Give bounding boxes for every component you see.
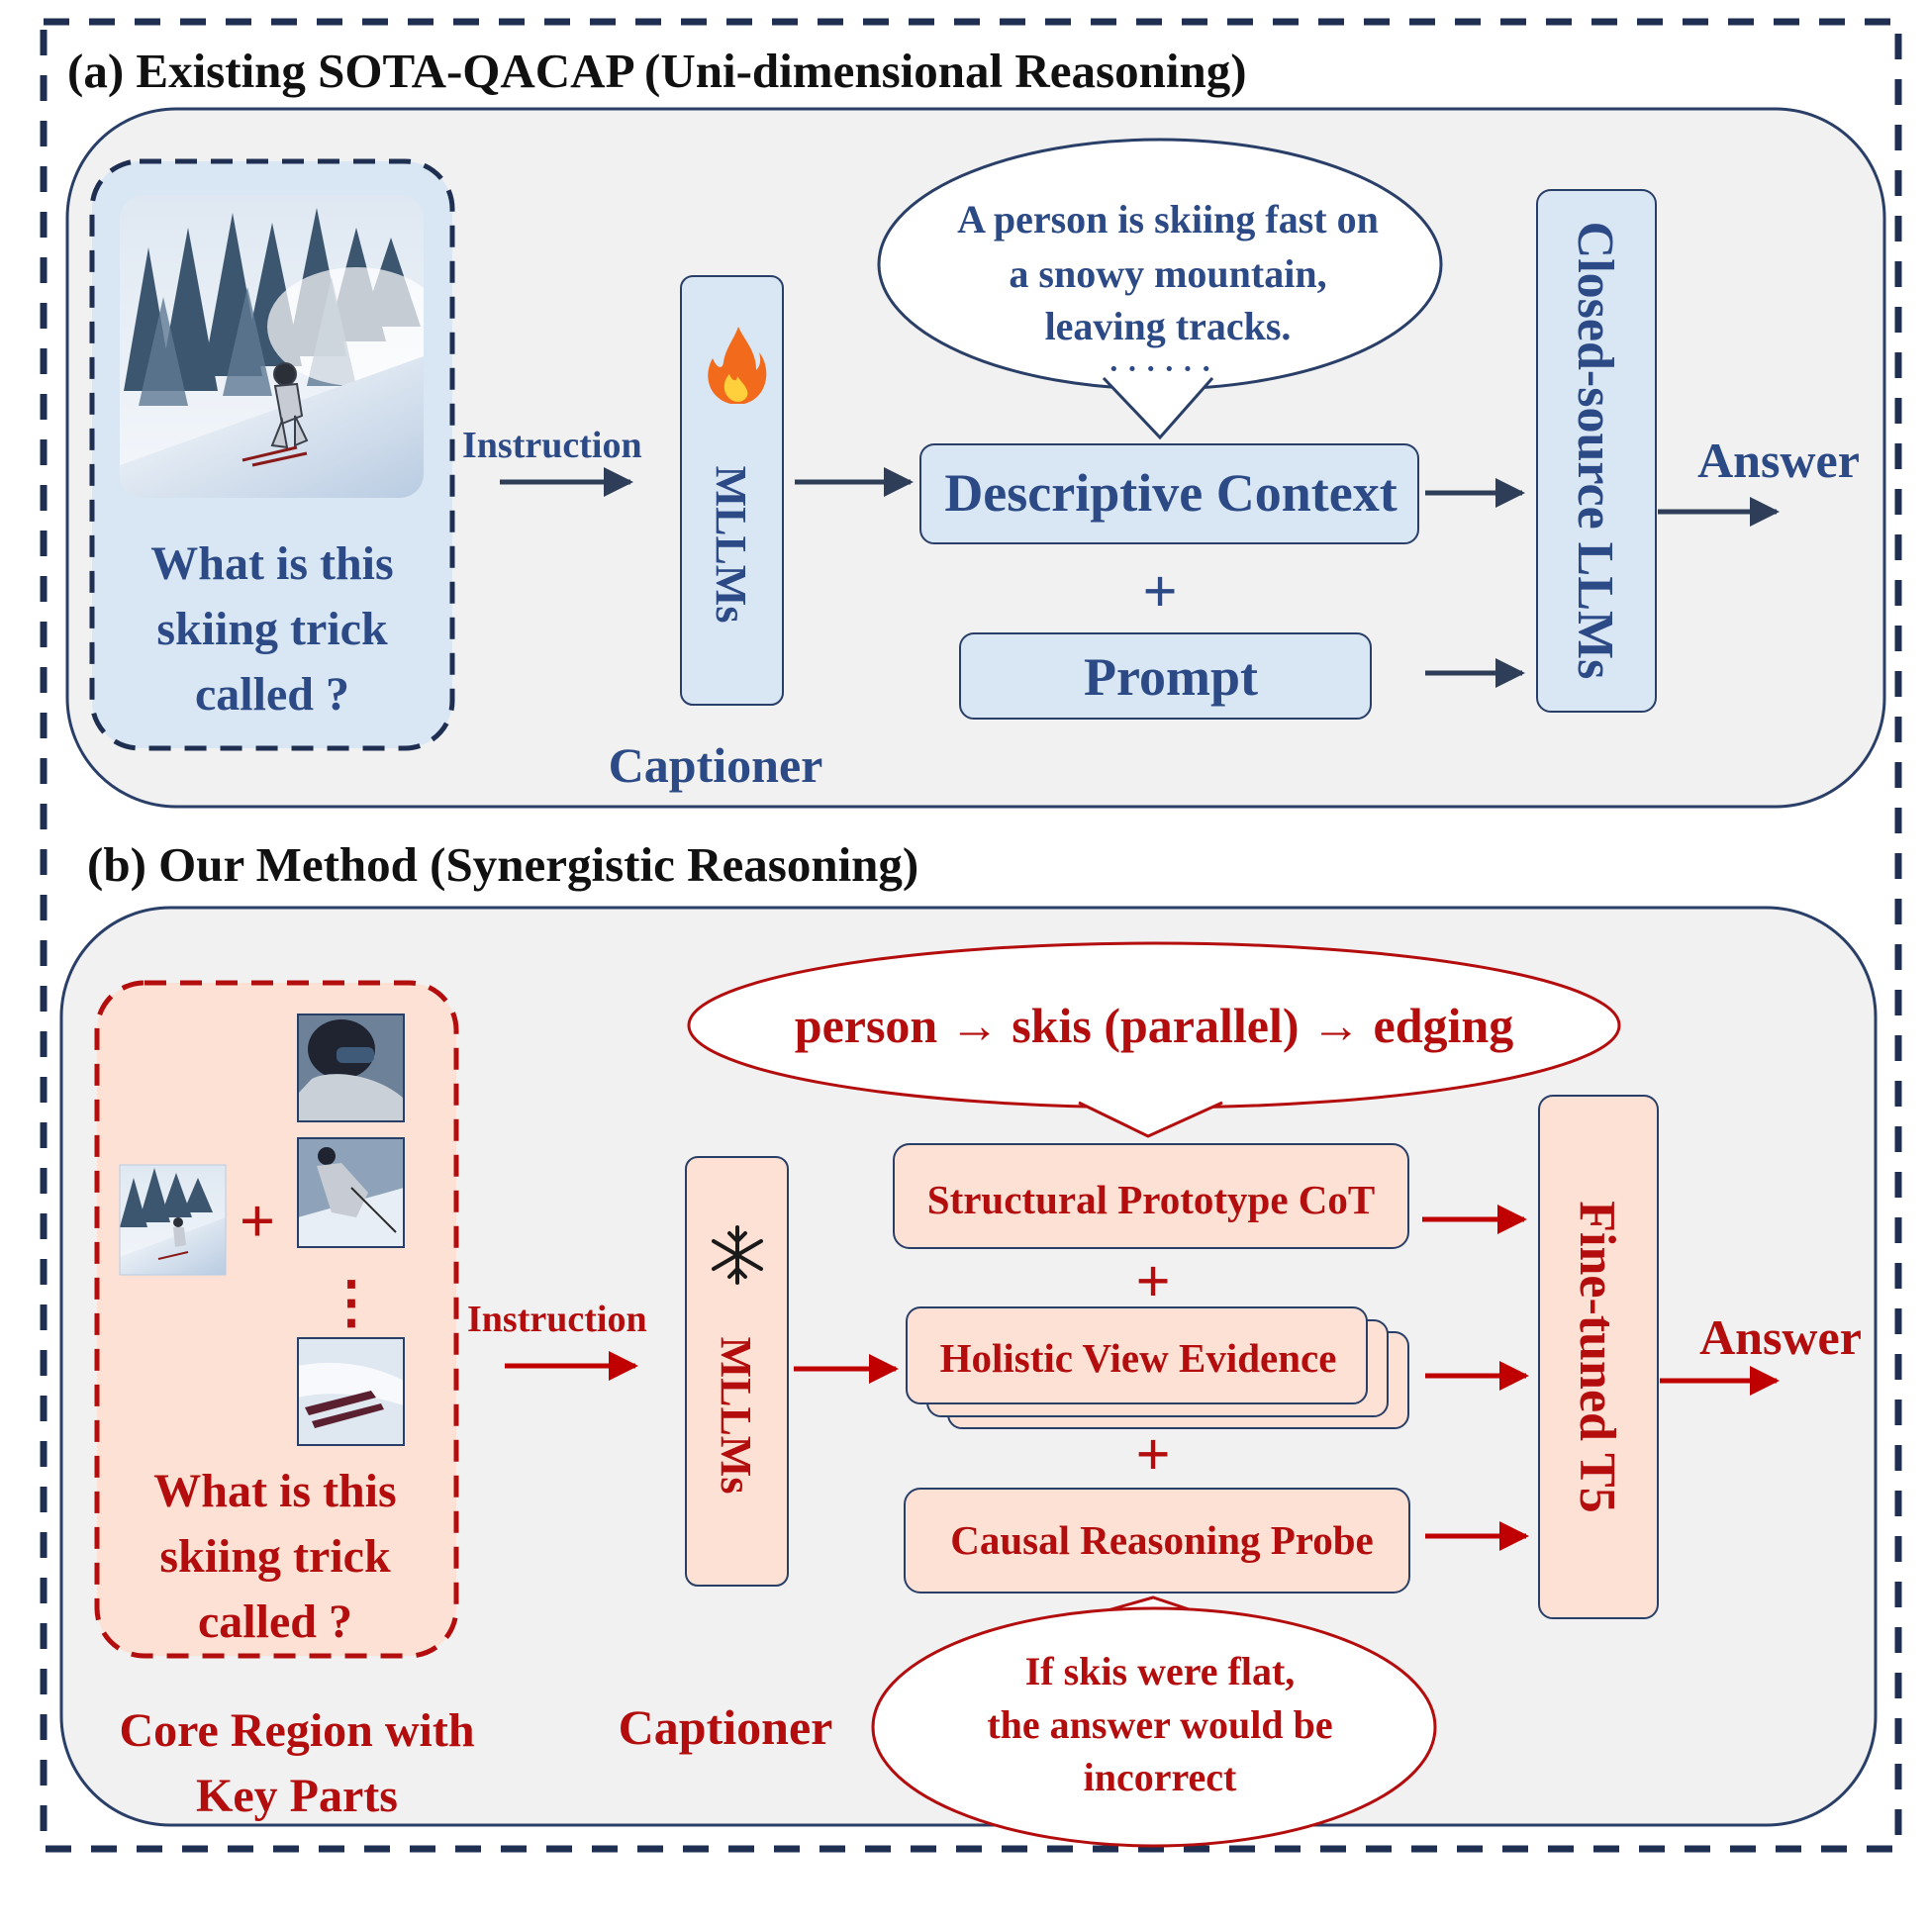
core-region-label-line1: Core Region with: [119, 1704, 474, 1757]
caption-speech-bubble-a: [877, 138, 1443, 440]
captioner-label-b: Captioner: [619, 1699, 833, 1755]
answer-label-a: Answer: [1697, 433, 1860, 488]
instruction-label-b: Instruction: [467, 1299, 647, 1340]
question-text-b-line1: What is this: [153, 1465, 396, 1517]
causal-speech-bubble: [871, 1595, 1437, 1848]
plus-sign-b1: +: [1135, 1248, 1170, 1315]
snowflake-icon: [712, 1225, 763, 1285]
structural-speech-bubble: [687, 941, 1621, 1138]
vertical-ellipsis: ⋮: [323, 1270, 380, 1334]
answer-label-b: Answer: [1699, 1309, 1862, 1365]
descriptive-context-box: [919, 443, 1419, 544]
outer-dashed-frame: [40, 18, 1902, 1853]
skis-crop-image: [298, 1338, 404, 1445]
mllm-box-b: [685, 1156, 789, 1587]
question-text-b-line3: called ?: [198, 1595, 352, 1648]
question-text-a-line3: called ?: [195, 668, 349, 721]
bubble-a-line3: leaving tracks.: [1045, 304, 1292, 348]
section-b-title: (b) Our Method (Synergistic Reasoning): [87, 837, 918, 892]
fire-icon: [708, 327, 767, 404]
causal-bubble-line1: If skis were flat,: [1025, 1649, 1296, 1693]
plus-sign-b2: +: [1135, 1421, 1170, 1489]
fine-tuned-t5-box: [1538, 1095, 1659, 1619]
section-a-title: (a) Existing SOTA-QACAP (Uni-dimensional…: [67, 44, 1247, 98]
instruction-label-a: Instruction: [462, 425, 642, 466]
ski-photo-image: [120, 195, 424, 498]
plus-sign-a: +: [1142, 558, 1177, 626]
question-text-b-line2: skiing trick: [159, 1530, 391, 1583]
bubble-a-line2: a snowy mountain,: [1009, 251, 1326, 296]
structural-prototype-box: [893, 1143, 1409, 1249]
helmet-crop-image: [298, 1014, 404, 1121]
question-text-a-line1: What is this: [150, 537, 393, 590]
causal-bubble-line3: incorrect: [1084, 1755, 1237, 1799]
structural-prototype-label: Structural Prototype CoT: [927, 1177, 1375, 1222]
bubble-a-line1: A person is skiing fast on: [957, 197, 1379, 242]
closed-source-llm-box: [1536, 189, 1657, 713]
prompt-box: [959, 632, 1372, 720]
holistic-view-label: Holistic View Evidence: [940, 1335, 1337, 1381]
mllm-label-b: MLLMs: [712, 1337, 760, 1495]
causal-reasoning-box: [904, 1488, 1410, 1594]
holistic-view-box: [906, 1306, 1368, 1404]
mllm-label-a: MLLMs: [707, 466, 755, 624]
closed-source-llm-label: Closed-source LLMs: [1567, 222, 1623, 680]
fine-tuned-t5-label: Fine-tuned T5: [1569, 1201, 1625, 1512]
question-text-a-line2: skiing trick: [156, 603, 388, 655]
causal-reasoning-label: Causal Reasoning Probe: [950, 1517, 1374, 1563]
plus-sign-core: +: [240, 1186, 275, 1256]
causal-bubble-line2: the answer would be: [987, 1702, 1332, 1747]
captioner-label-a: Captioner: [609, 737, 823, 793]
skier-body-crop-image: [298, 1138, 404, 1247]
descriptive-context-label: Descriptive Context: [944, 463, 1397, 523]
bubble-a-ellipsis: · · · · · ·: [1109, 350, 1211, 386]
ski-thumbnail-image: [120, 1165, 226, 1275]
prompt-label: Prompt: [1084, 647, 1258, 707]
structural-bubble-text: person → skis (parallel) → edging: [795, 998, 1513, 1053]
core-region-label-line2: Key Parts: [196, 1770, 398, 1822]
